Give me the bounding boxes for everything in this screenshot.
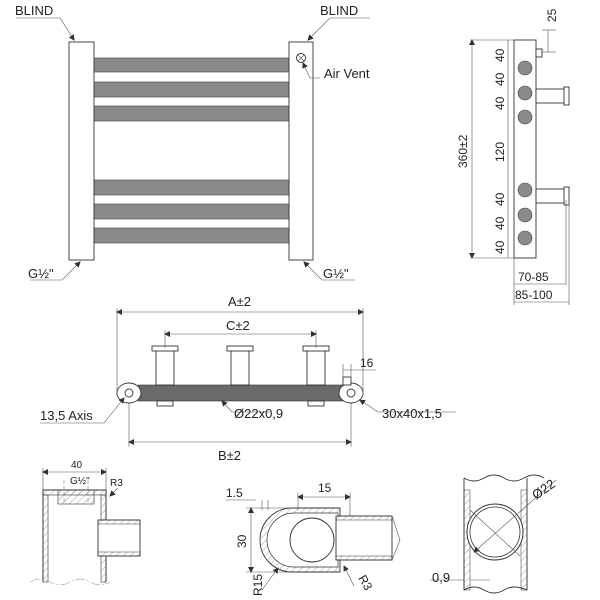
right-tube-outer — [466, 503, 524, 561]
wall-plate-bottom — [563, 186, 570, 206]
detail-right: Ø22 0,9 — [430, 474, 558, 594]
rail-bar-1 — [93, 57, 290, 73]
rail-bar-6 — [93, 227, 290, 244]
front-view: BLIND BLIND Air Vent G½" G½" — [15, 3, 370, 281]
top-vent-stub — [342, 376, 352, 386]
air-vent-icon — [296, 53, 306, 63]
bracket-right — [306, 349, 326, 386]
rail-bar-2 — [93, 81, 290, 98]
middle-pipe — [335, 515, 393, 561]
dim-85-100: 85-100 — [515, 288, 553, 302]
bracket-middle-plate — [226, 345, 254, 352]
thread-left-label: G½" — [28, 266, 54, 281]
dim-25: 25 — [545, 8, 559, 22]
bar-end-5 — [517, 207, 533, 223]
label-r3-middle: R3 — [355, 573, 375, 594]
label-r15: R15 — [251, 574, 265, 596]
left-post — [68, 41, 95, 261]
detail-left-thread: G½" — [70, 476, 90, 487]
dim-16: 16 — [360, 356, 374, 370]
side-vent-stub — [535, 48, 543, 58]
bar-end-6 — [517, 230, 533, 246]
dim-b: B±2 — [218, 448, 241, 463]
blind-right-label: BLIND — [320, 3, 358, 18]
dim-height: 360±2 — [456, 134, 470, 168]
dim-bot-40b: 40 — [493, 216, 507, 230]
dim-120: 120 — [493, 142, 507, 162]
wall-plate-top — [563, 86, 570, 106]
bracket-right-under — [307, 400, 325, 407]
dim-top-40c: 40 — [493, 96, 507, 110]
dim-a: A±2 — [228, 294, 251, 309]
wall-bracket-top — [535, 88, 567, 104]
right-end-cap — [338, 382, 364, 404]
axis-label: 13,5 Axis — [40, 408, 93, 423]
rail-bar-4 — [93, 179, 290, 196]
left-end-cap — [116, 382, 142, 404]
detail-middle: 1.5 15 30 R15 R3 — [226, 481, 401, 596]
detail-left-40: 40 — [71, 460, 83, 471]
dim-0-9: 0,9 — [432, 570, 450, 585]
bar-end-4 — [517, 182, 533, 198]
right-tube-inner — [469, 506, 521, 558]
detail-left: 40 G½" R3 — [29, 460, 141, 586]
bar-end-3 — [517, 109, 533, 125]
dim-70-85: 70-85 — [518, 270, 549, 284]
dim-bot-40a: 40 — [493, 192, 507, 206]
tube-label: Ø22x0,9 — [234, 406, 283, 421]
top-view: A±2 C±2 B±2 16 13,5 Axis Ø22x0,9 30x40x1… — [40, 294, 456, 463]
dim-bot-40c: 40 — [493, 240, 507, 254]
dim-15: 15 — [318, 481, 332, 495]
detail-left-pipe — [97, 519, 141, 557]
thread-right-label: G½" — [323, 266, 349, 281]
side-view: 25 40 40 40 120 40 40 40 360±2 70-85 85-… — [456, 8, 570, 305]
blind-left-label: BLIND — [15, 3, 53, 18]
dim-diameter-22: Ø22 — [529, 476, 558, 502]
wall-bracket-bottom — [535, 188, 567, 204]
dim-top-40a: 40 — [493, 48, 507, 62]
air-vent-label: Air Vent — [324, 66, 370, 81]
bar-end-1 — [517, 60, 533, 76]
profile-label: 30x40x1,5 — [382, 406, 442, 421]
detail-left-r3: R3 — [110, 478, 123, 489]
bar-end-2 — [517, 85, 533, 101]
dim-c: C±2 — [226, 318, 250, 333]
rail-bar-3 — [93, 105, 290, 122]
dim-top-40b: 40 — [493, 72, 507, 86]
bracket-left-under — [156, 400, 174, 407]
dim-30: 30 — [235, 534, 249, 548]
right-post — [288, 41, 314, 261]
dim-1-5: 1.5 — [226, 486, 243, 500]
bracket-left — [155, 349, 175, 386]
bracket-middle — [230, 349, 250, 386]
top-bar — [137, 384, 345, 402]
middle-tube-circle — [289, 517, 335, 563]
rail-bar-5 — [93, 203, 290, 220]
